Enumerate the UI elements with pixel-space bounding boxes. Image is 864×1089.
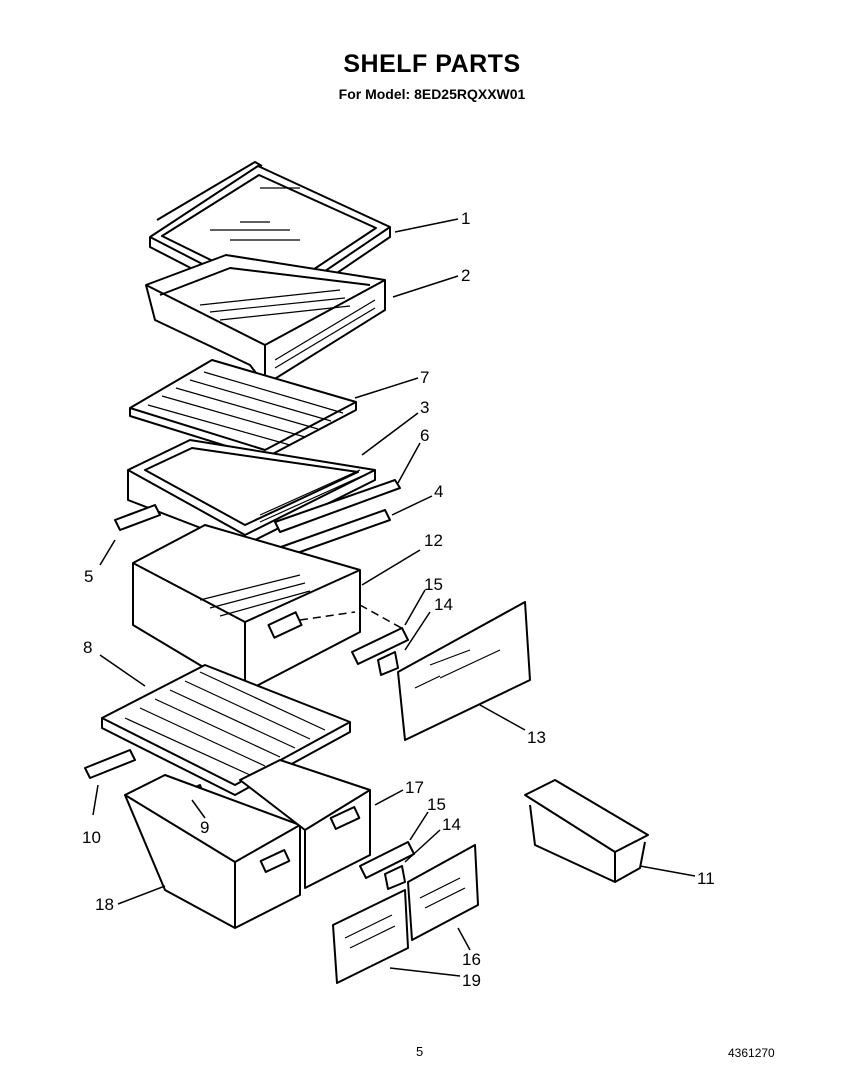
part-8-lower-shelf <box>101 664 351 796</box>
part-19-small-front <box>332 889 409 984</box>
callout-14-lower: 14 <box>442 815 461 834</box>
callout-6: 6 <box>420 426 429 445</box>
part-15-upper-clip <box>351 627 409 665</box>
callout-7: 7 <box>420 368 429 387</box>
part-3-shelf-frame <box>127 439 376 546</box>
callout-labels: 1 2 7 3 6 4 5 12 15 14 13 8 10 9 11 17 1… <box>82 209 715 990</box>
callout-4: 4 <box>434 482 443 501</box>
callout-13: 13 <box>527 728 546 747</box>
callout-2: 2 <box>461 266 470 285</box>
part-7-ribbed-shelf <box>129 359 357 459</box>
callout-19: 19 <box>462 971 481 990</box>
callout-12: 12 <box>424 531 443 550</box>
callout-11: 11 <box>697 869 715 888</box>
part-12-drawer <box>132 524 406 693</box>
part-2-tray <box>145 254 386 386</box>
callout-1: 1 <box>461 209 470 228</box>
callout-5: 5 <box>84 567 93 586</box>
callout-14-upper: 14 <box>434 595 453 614</box>
leader-lines <box>92 218 696 977</box>
callout-3: 3 <box>420 398 429 417</box>
callout-15-upper: 15 <box>424 575 443 594</box>
part-17-right-bin <box>239 759 371 889</box>
model-subtitle: For Model: 8ED25RQXXW01 <box>338 86 526 102</box>
callout-17: 17 <box>405 778 424 797</box>
callout-9: 9 <box>200 818 209 837</box>
part-5-slide <box>114 504 161 531</box>
callout-10: 10 <box>82 828 101 847</box>
page-number: 5 <box>416 1044 424 1059</box>
part-10-slide <box>84 749 136 779</box>
page-title: SHELF PARTS <box>343 50 521 78</box>
part-16-small-front <box>407 844 479 941</box>
part-13-drawer-front <box>397 601 531 741</box>
part-6-rod <box>274 479 401 533</box>
document-number: 4361270 <box>728 1046 775 1060</box>
callout-8: 8 <box>83 638 92 657</box>
callout-18: 18 <box>95 895 114 914</box>
part-11-door-bin <box>524 779 649 883</box>
part-14-lower-clip <box>384 865 406 890</box>
callout-16: 16 <box>462 950 481 969</box>
callout-15-lower: 15 <box>427 795 446 814</box>
part-14-upper-clip <box>377 651 399 676</box>
